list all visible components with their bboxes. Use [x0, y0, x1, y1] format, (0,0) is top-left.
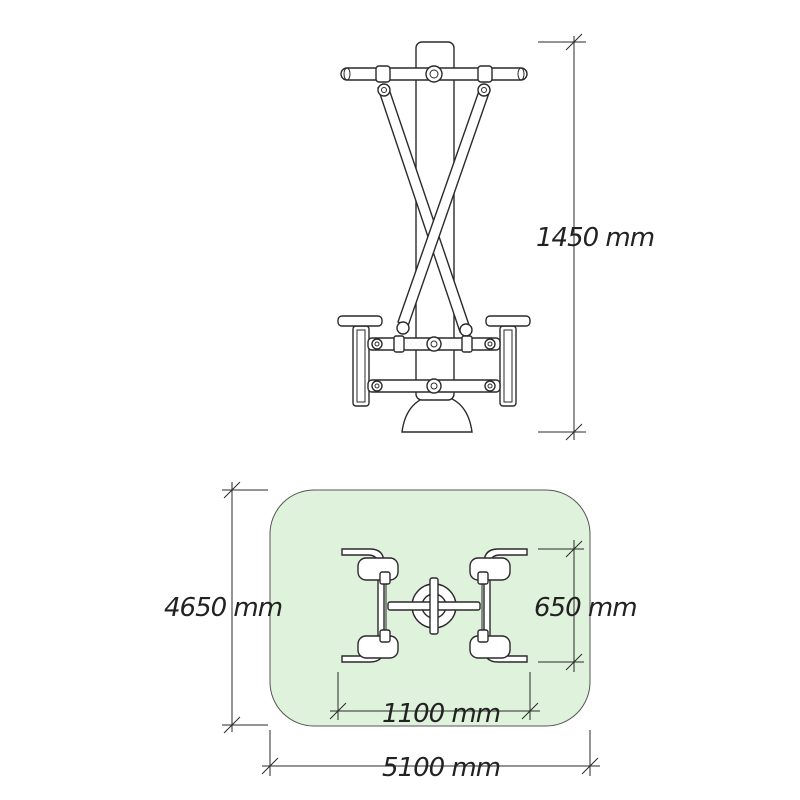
pedal-top-right: [469, 557, 511, 581]
seat-spacing-x-label: 1100 mm: [382, 699, 500, 729]
elevation-view: 1450 mm: [337, 33, 655, 441]
base-foot: [401, 395, 473, 433]
seat-spacing-x-dimension: 1100 mm: [329, 672, 540, 729]
width-dimension-label: 5100 mm: [382, 753, 500, 783]
pedal-bottom-left: [357, 635, 399, 659]
seat-spacing-y-dimension: 650 mm: [534, 540, 638, 672]
seat-spacing-y-label: 650 mm: [534, 593, 637, 623]
seat-frame-left: [352, 325, 370, 407]
height-dimension-label: 1450 mm: [536, 223, 654, 253]
seat-right: [485, 315, 531, 327]
width-dimension: 5100 mm: [261, 730, 600, 783]
pedal-bottom-right: [469, 635, 511, 659]
pedal-top-left: [357, 557, 399, 581]
depth-dimension-label: 4650 mm: [164, 593, 282, 623]
depth-dimension: 4650 mm: [164, 481, 283, 734]
height-dimension: 1450 mm: [536, 33, 655, 441]
plan-view: 650 mm 1100 mm 4650 mm 5100 m: [164, 481, 638, 783]
seat-left: [337, 315, 383, 327]
seat-frame-right: [499, 325, 517, 407]
